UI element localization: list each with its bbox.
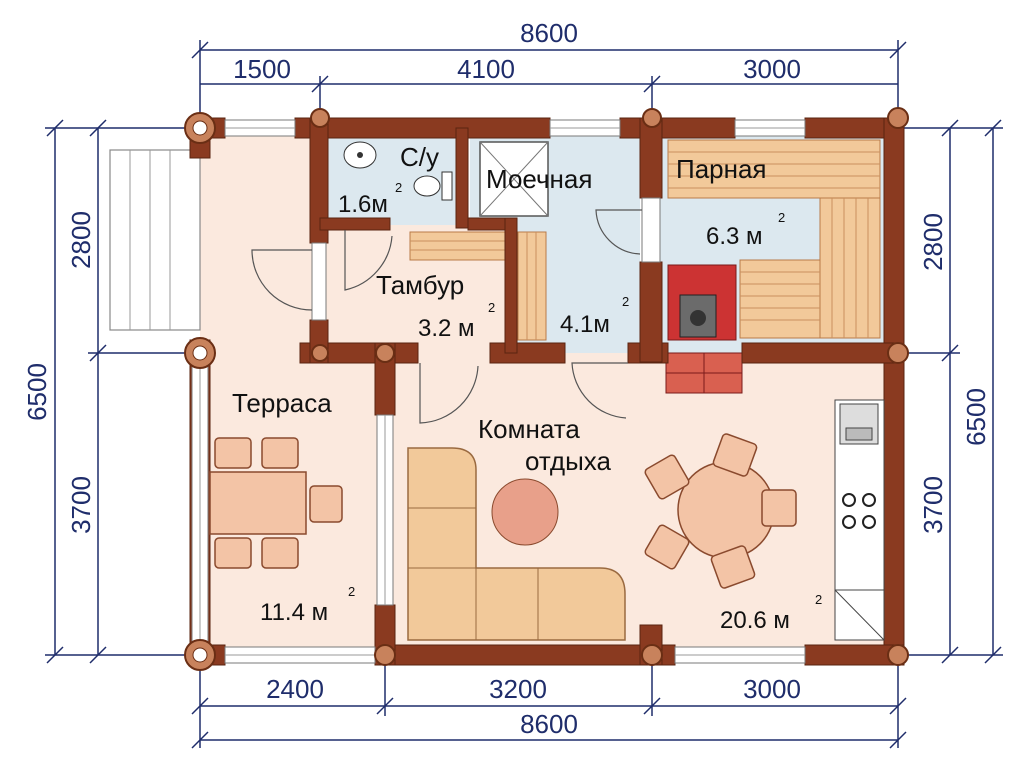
dim-bottom-total: 8600 [520,709,578,739]
dim-top-total: 8600 [520,18,578,48]
sauna-benches [409,139,881,341]
dim-left-total: 6500 [22,363,52,421]
dim-top-segment-2: 4100 [457,54,515,84]
vestibule-area: 3.2 м [418,315,475,342]
dimension-lines [45,40,1003,749]
sauna-stove [665,264,743,394]
windows [191,119,806,664]
entry-steps [109,149,201,331]
wc-label: С/у [400,142,439,172]
lounge-label-line2: отдыха [525,446,612,476]
room-labels: С/у 1.6м 2 Моечная 4.1м 2 Парная 6.3 м 2… [232,142,822,634]
wc-area-sup: 2 [395,180,402,195]
dim-left-segment-2: 3700 [66,476,96,534]
washroom-label: Моечная [486,164,592,194]
wc-fixtures [343,141,453,201]
vestibule-label: Тамбур [376,270,464,300]
lounge-furniture [209,433,797,641]
dim-bottom-segment-3: 3000 [743,674,801,704]
steam-room-area-sup: 2 [778,210,785,225]
dimension-labels: 8600 1500 4100 3000 2400 3200 3000 8600 … [22,18,991,739]
lounge-area-sup: 2 [815,592,822,607]
dim-right-total: 6500 [961,388,991,446]
terrace-area: 11.4 м [260,599,328,626]
dim-bottom-segment-1: 2400 [266,674,324,704]
dim-bottom-segment-2: 3200 [489,674,547,704]
log-corners [184,107,909,671]
dim-right-segment-2: 3700 [918,476,948,534]
washroom-area: 4.1м [560,311,610,338]
kitchen-counter [834,399,885,641]
steam-room-area: 6.3 м [706,223,763,250]
dim-left-segment-1: 2800 [66,211,96,269]
door-swings [251,209,642,424]
dim-right-segment-1: 2800 [918,213,948,271]
washroom-area-sup: 2 [622,294,629,309]
terrace-label: Терраса [232,388,332,418]
wc-area: 1.6м [338,191,388,218]
lounge-area: 20.6 м [720,607,790,634]
lounge-label-line1: Комната [478,414,580,444]
terrace-area-sup: 2 [348,584,355,599]
dim-top-segment-1: 1500 [233,54,291,84]
dim-top-segment-3: 3000 [743,54,801,84]
vestibule-area-sup: 2 [488,300,495,315]
steam-room-label: Парная [676,154,767,184]
